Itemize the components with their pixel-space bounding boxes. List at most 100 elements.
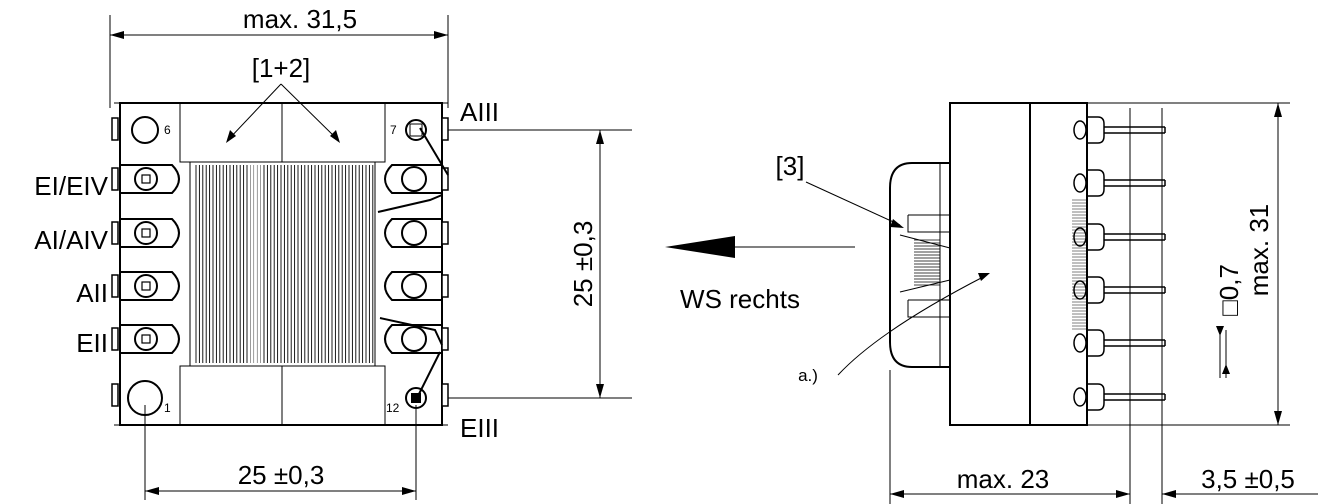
wire-lead bbox=[379, 317, 443, 346]
pad-outline bbox=[120, 324, 180, 354]
pin-circle bbox=[134, 327, 158, 351]
pin-clip bbox=[1087, 276, 1105, 304]
side-pins bbox=[1073, 116, 1166, 411]
pin-hole bbox=[1073, 173, 1087, 193]
leader-line bbox=[280, 83, 339, 141]
right-pins bbox=[384, 117, 449, 407]
pin-stub bbox=[111, 274, 119, 298]
winding-border bbox=[189, 161, 376, 367]
arrowhead bbox=[890, 490, 904, 498]
pin-stub bbox=[441, 221, 449, 245]
pad-outline bbox=[384, 164, 442, 194]
arrowhead bbox=[890, 219, 904, 228]
bobbin-body bbox=[1029, 102, 1088, 426]
pin-stub bbox=[441, 167, 449, 191]
pin-hole bbox=[1073, 387, 1087, 407]
pin-square bbox=[141, 174, 151, 184]
winding-coil bbox=[195, 165, 374, 363]
pin-number-12: 12 bbox=[386, 401, 400, 415]
pin-label-aii: AII bbox=[76, 278, 108, 308]
pin-square bbox=[141, 228, 151, 238]
note-leader bbox=[837, 275, 986, 376]
arrowhead bbox=[1162, 490, 1176, 498]
arrowhead bbox=[1274, 411, 1282, 425]
pin-circle bbox=[134, 167, 158, 191]
clip-detail bbox=[899, 234, 951, 293]
pin-number-1: 1 bbox=[164, 401, 171, 415]
pin-stub bbox=[111, 327, 119, 351]
pin-stub bbox=[441, 327, 449, 351]
clip-outline bbox=[889, 162, 950, 368]
pin-hole bbox=[1073, 280, 1087, 300]
pin-stub bbox=[441, 274, 449, 298]
pin-stub bbox=[441, 117, 449, 141]
pin-stub bbox=[111, 167, 119, 191]
winding-side bbox=[914, 199, 1087, 330]
arrowhead bbox=[110, 31, 124, 39]
pad-outline bbox=[384, 324, 442, 354]
wire-lead bbox=[417, 351, 441, 397]
pin-stub bbox=[111, 117, 119, 141]
clip-detail bbox=[907, 214, 950, 318]
wire-lead bbox=[419, 127, 449, 176]
pin-hole bbox=[1073, 333, 1087, 353]
pad-outline bbox=[120, 218, 180, 248]
pin-clip bbox=[1087, 329, 1105, 357]
pin-clip bbox=[1087, 223, 1105, 251]
pin-number-7: 7 bbox=[390, 123, 397, 137]
dim-pin-offset-label: 3,5 ±0,5 bbox=[1201, 464, 1295, 494]
arrowhead bbox=[596, 384, 604, 398]
leader-line bbox=[227, 83, 282, 141]
wire-lead bbox=[377, 194, 443, 213]
pin-stub bbox=[111, 221, 119, 245]
pin-7-circle bbox=[405, 119, 427, 141]
arrowhead bbox=[145, 487, 159, 495]
pin-12-square bbox=[411, 393, 421, 403]
pin-circle bbox=[401, 273, 427, 299]
arrowhead bbox=[1222, 364, 1230, 374]
arrowhead bbox=[1116, 490, 1130, 498]
right-view: [3] a.) max. 31 □0,7 max. 23 3,5 ±0,5 bbox=[776, 102, 1318, 504]
note-a: a.) bbox=[798, 366, 818, 385]
pin-label-ai-aiv: AI/AIV bbox=[34, 225, 108, 255]
pin-circle bbox=[401, 326, 427, 352]
arrowhead bbox=[434, 31, 448, 39]
marker-1-2: [1+2] bbox=[252, 53, 311, 83]
pad-outline bbox=[120, 271, 180, 301]
arrowhead bbox=[1274, 103, 1282, 117]
pin-label-eiii: EIII bbox=[460, 413, 499, 443]
dim-height-label: 25 ±0,3 bbox=[568, 221, 598, 308]
direction-label: WS rechts bbox=[680, 284, 800, 314]
pin-clip bbox=[1087, 116, 1105, 144]
arrowhead bbox=[330, 130, 340, 143]
pin-number-6: 6 bbox=[164, 123, 171, 137]
pad-outline bbox=[384, 271, 442, 301]
left-pins bbox=[111, 117, 180, 407]
leader-line bbox=[805, 181, 901, 226]
pin-clip bbox=[1087, 169, 1105, 197]
arrowhead bbox=[402, 487, 416, 495]
pin-clip bbox=[1087, 383, 1105, 411]
arrowhead bbox=[596, 130, 604, 144]
pad-outline bbox=[120, 164, 180, 194]
pin-6-circle bbox=[131, 116, 159, 144]
arrowhead bbox=[978, 273, 990, 281]
pin-hole bbox=[1073, 120, 1087, 140]
pin-label-eii: EII bbox=[76, 328, 108, 358]
pin-label-aiii: AIII bbox=[460, 97, 499, 127]
dim-pin-span-label: 25 ±0,3 bbox=[238, 460, 325, 490]
pin-stub bbox=[441, 383, 449, 407]
pin-square bbox=[141, 281, 151, 291]
pin-stub bbox=[111, 383, 119, 407]
direction-arrowhead bbox=[665, 236, 735, 258]
pad-outline bbox=[384, 218, 442, 248]
pin-circle bbox=[401, 166, 427, 192]
direction-indicator: WS rechts bbox=[665, 236, 855, 314]
dim-width-label: max. 31,5 bbox=[243, 4, 357, 34]
dim-pin-square-label: □0,7 bbox=[1214, 264, 1244, 316]
dim-height-right-label: max. 31 bbox=[1244, 204, 1274, 297]
pin-circle bbox=[401, 220, 427, 246]
left-view: max. 31,5 [1+2] 6 7 1 12 bbox=[34, 4, 632, 500]
pin-hole bbox=[1073, 227, 1087, 247]
